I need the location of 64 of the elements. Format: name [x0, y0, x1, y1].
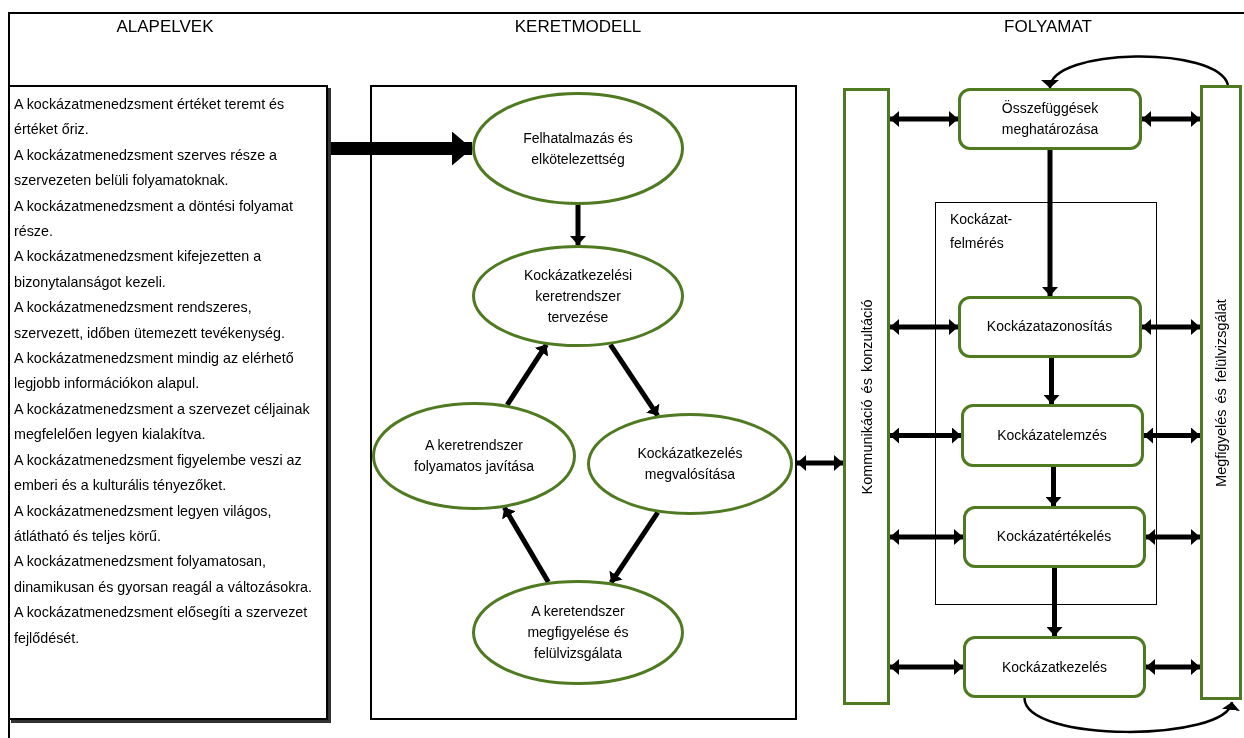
node-label: Kockázatelemzés: [997, 425, 1107, 445]
principle-text: A kockázatmenedzsment rendszeres, szervezett, időben ütemezett tevékenység.: [14, 298, 286, 343]
process-step: [962, 505, 1146, 568]
side-bar: [843, 88, 890, 705]
principles-panel: [8, 85, 328, 720]
node-label: Összefüggések meghatározása: [1000, 99, 1100, 139]
arrow: [890, 427, 961, 444]
principle-text: A kockázatmenedzsment elősegíti a szervezet fejlődését.: [14, 603, 309, 648]
arrow: [890, 659, 963, 675]
arrow: [1046, 568, 1063, 636]
arrow: [1142, 111, 1200, 127]
node-label: Felhatalmazás és elkötelezettség: [522, 128, 634, 169]
node-label: Kockázatkezelési keretrendszer tervezése: [522, 265, 634, 327]
process-step: [958, 88, 1142, 150]
arrow: [1146, 659, 1200, 675]
arrow: [502, 506, 551, 584]
curved-arrow: [1044, 55, 1230, 89]
process-step: [963, 636, 1146, 698]
arrow: [505, 343, 549, 407]
node-label: Kockázatértékelés: [996, 527, 1112, 546]
arrow: [797, 455, 843, 471]
column-heading: ALAPELVEK: [116, 17, 214, 37]
arrow: [1043, 358, 1060, 404]
arrow: [1045, 467, 1062, 506]
arrow: [1142, 319, 1200, 335]
bar-label: Kommunikáció és konzultáció: [858, 299, 875, 494]
node-label: Kockázatkezelés: [1001, 657, 1108, 677]
arrow: [608, 343, 660, 417]
principle-text: A kockázatmenedzsment a szervezet céljainak megfelelően legyen kialakítva.: [14, 399, 311, 445]
process-ellipse: [472, 580, 684, 685]
arrow: [570, 205, 586, 245]
side-bar: [1200, 85, 1242, 700]
process-ellipse: [472, 245, 684, 347]
arrow: [609, 511, 660, 584]
arrow: [1146, 529, 1200, 545]
arrow: [328, 131, 472, 166]
principle-text: A kockázatmenedzsment legyen világos, átlátható és teljes körű.: [14, 501, 273, 546]
group-title: Kockázat-felmérés: [950, 210, 1014, 253]
arrow: [890, 319, 958, 335]
process-step: [960, 403, 1144, 467]
node-label: Kockázatazonosítás: [986, 317, 1113, 336]
principle-text: A kockázatmenedzsment figyelembe veszi az emberi és a kulturális tényezőket.: [14, 450, 303, 496]
process-ellipse: [587, 413, 793, 515]
node-label: A keretrendszer folyamatos javítása: [413, 436, 535, 476]
bar-label: Megfigyelés és felülvizsgálat: [1213, 298, 1229, 487]
node-label: Kockázatkezelés megvalósítása: [636, 444, 744, 484]
arrow: [890, 111, 958, 127]
column-heading: FOLYAMAT: [1004, 17, 1092, 37]
group-frame: [935, 202, 1157, 605]
principle-text: A kockázatmenedzsment szerves része a szervezeten belüli folyamatoknak.: [14, 145, 279, 191]
principle-text: A kockázatmenedzsment értéket teremt és értéket őriz.: [14, 95, 286, 140]
arrow: [890, 529, 963, 545]
principle-text: A kockázatmenedzsment mindig az elérhető legjobb információkon alapul.: [14, 349, 295, 394]
framework-panel: [370, 85, 797, 720]
principle-text: A kockázatmenedzsment folyamatosan, dinamikusan és gyorsan reagál a változásokra.: [14, 552, 313, 597]
node-label: A keretendszer megfigyelése és felülvizsgálata: [526, 602, 630, 663]
process-ellipse: [472, 92, 684, 205]
arrow: [1042, 150, 1058, 296]
principle-text: A kockázatmenedzsment kifejezetten a bizonytalanságot kezeli.: [14, 247, 263, 292]
principle-text: A kockázatmenedzsment a döntési folyamat része.: [14, 196, 294, 242]
column-heading: KERETMODELL: [514, 17, 642, 37]
process-step: [957, 295, 1142, 358]
arrow: [1144, 427, 1200, 444]
process-ellipse: [372, 402, 576, 510]
